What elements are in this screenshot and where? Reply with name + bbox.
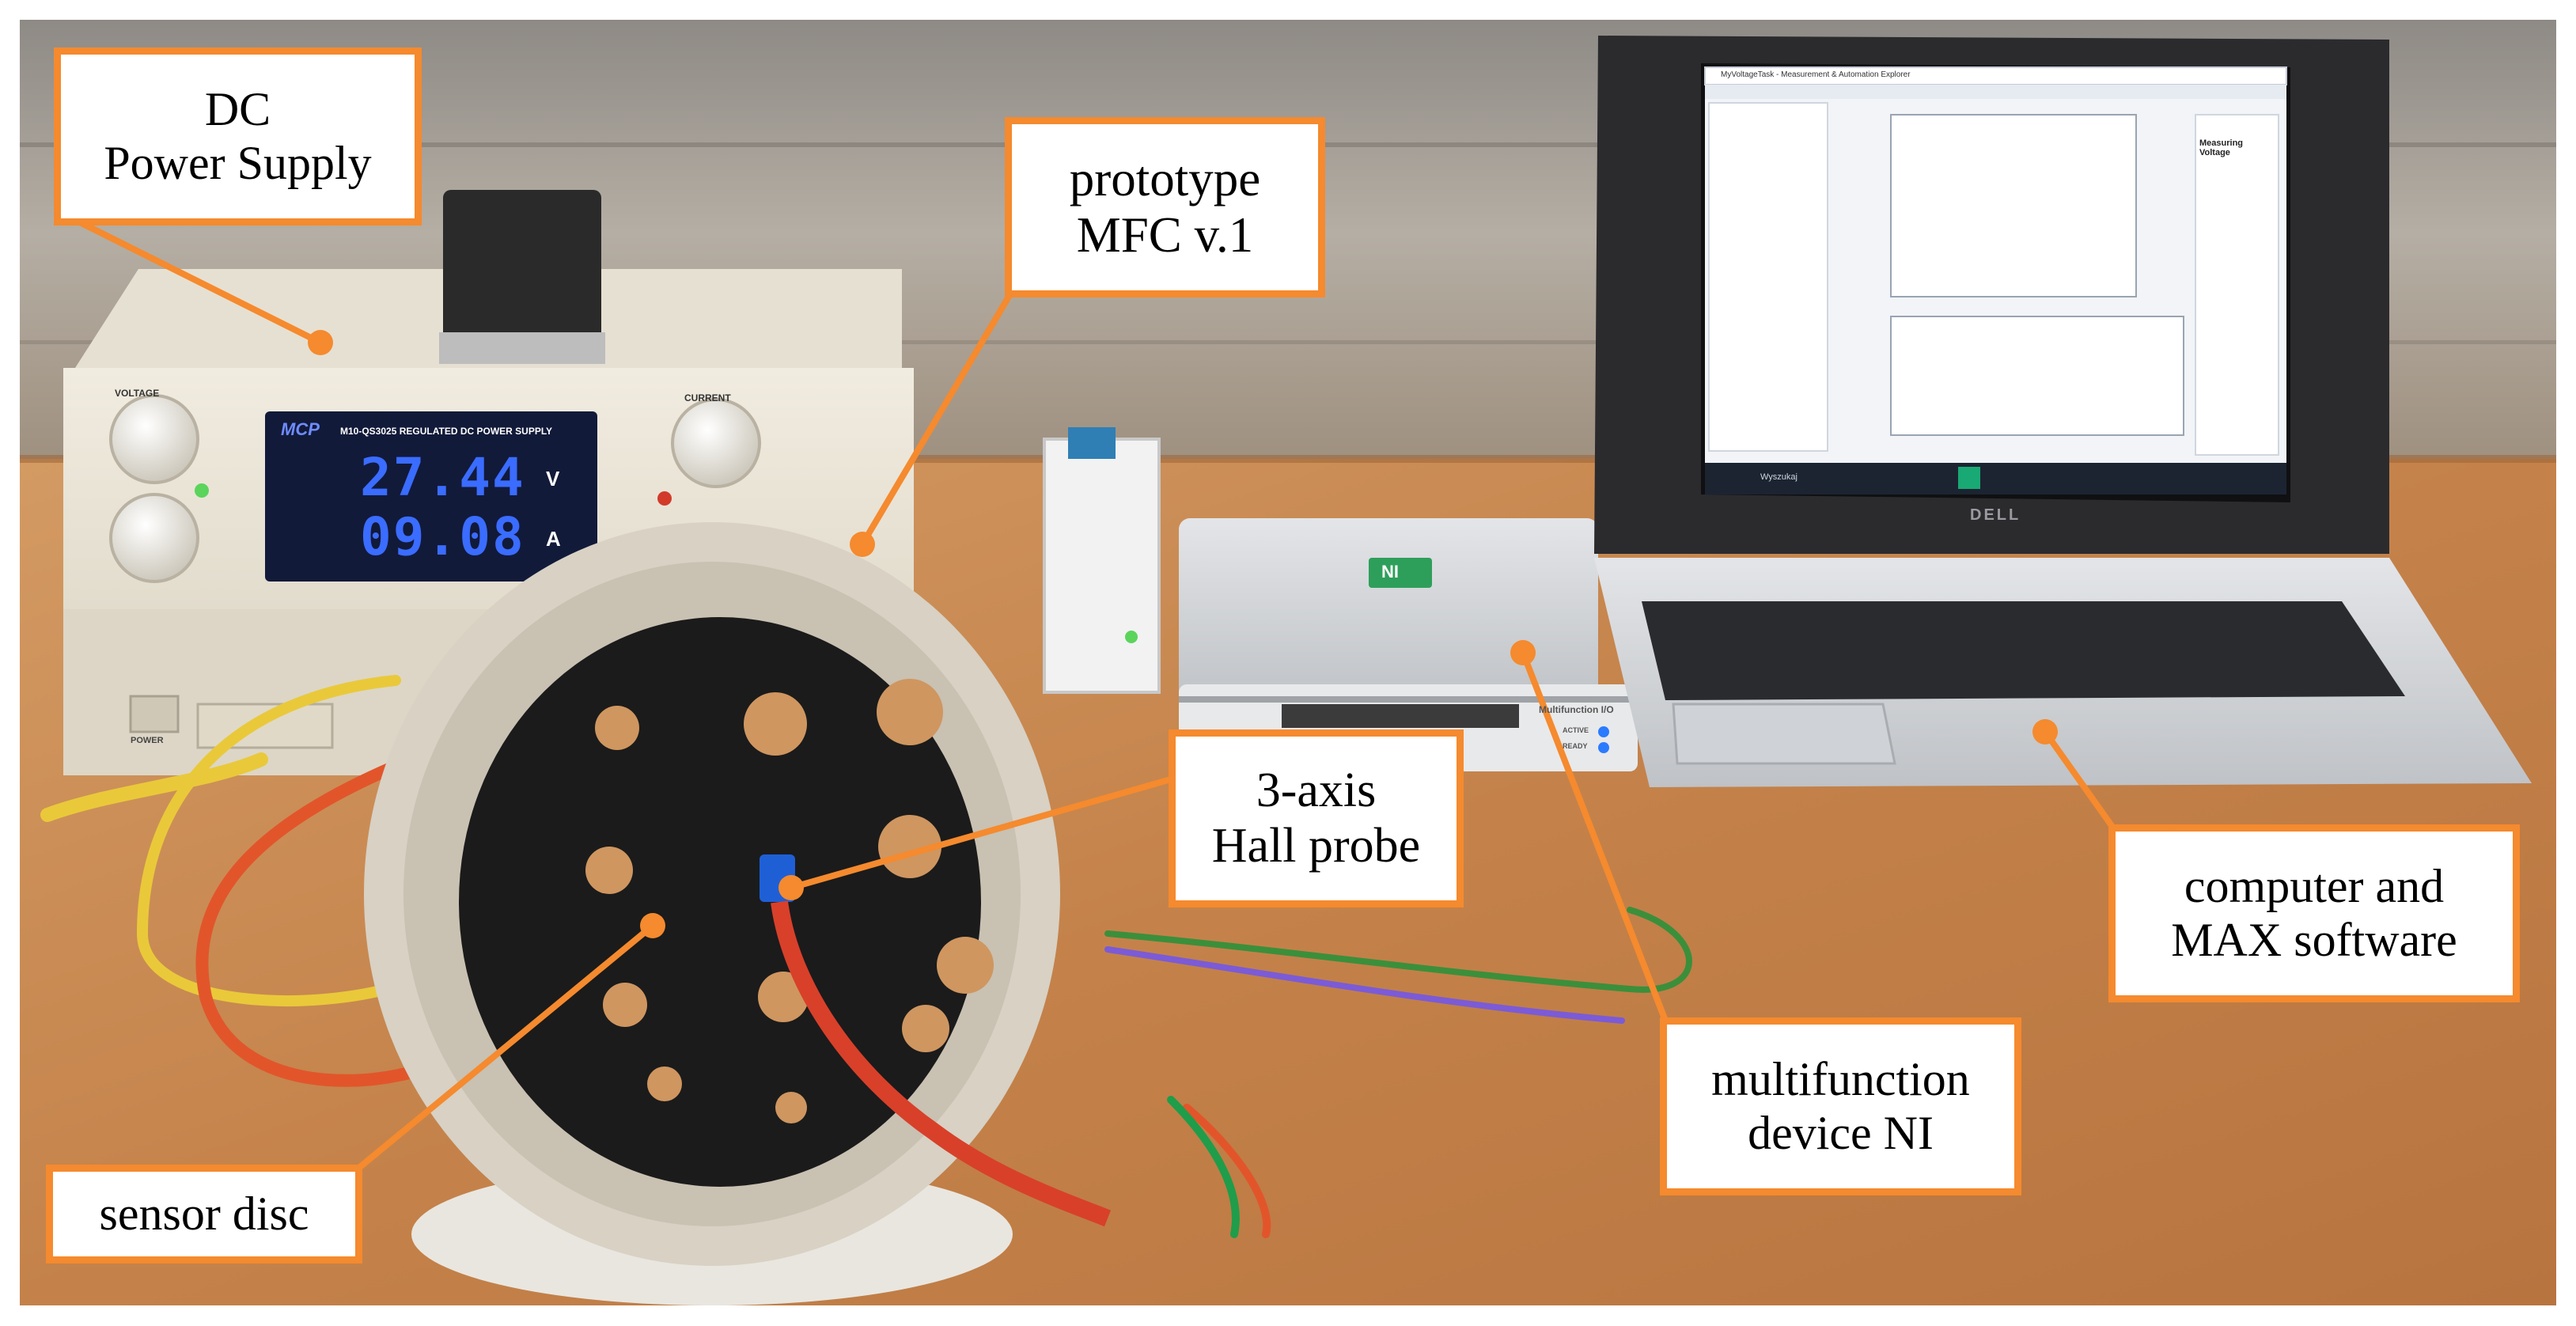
ps-current-unit: A <box>546 527 561 551</box>
label-sensor-disc: sensor disc <box>46 1165 362 1263</box>
desk-edge <box>20 455 2556 463</box>
ps-current-knob-label: CURRENT <box>684 392 731 403</box>
label-multifunction-device: multifunction device NI <box>1660 1017 2021 1195</box>
ps-model: M10-QS3025 REGULATED DC POWER SUPPLY <box>340 426 553 437</box>
ni-device-name: Multifunction I/O <box>1539 704 1614 715</box>
label-prototype-mfc-line-1: prototype <box>1069 151 1261 207</box>
max-window-title: MyVoltageTask - Measurement & Automation… <box>1721 70 1911 79</box>
label-computer-max-line-2: MAX software <box>2171 913 2457 966</box>
current-knob <box>671 398 761 488</box>
ni-logo-badge <box>1369 558 1432 588</box>
ni-status-ready: READY <box>1563 742 1588 750</box>
wall-panel-line-2 <box>20 340 2556 344</box>
label-hall-probe-line-2: Hall probe <box>1211 818 1421 873</box>
ni-logo: NI <box>1381 562 1399 582</box>
ps-voltage-unit: V <box>546 467 560 491</box>
voltage-knob <box>109 394 199 583</box>
cables <box>40 675 1692 1238</box>
label-dc-power-supply-line-1: DC <box>204 83 271 136</box>
label-prototype-mfc: prototype MFC v.1 <box>1005 117 1325 297</box>
laptop <box>1594 36 2532 787</box>
label-computer-max-line-1: computer and <box>2184 860 2445 913</box>
taskbar-search: Wyszukaj <box>1760 472 1798 482</box>
disc-holes <box>585 679 994 1123</box>
label-dc-power-supply-line-2: Power Supply <box>104 136 372 189</box>
ps-power-label: POWER <box>131 736 164 745</box>
laptop-touchpad <box>1672 703 1896 765</box>
ps-brand: MCP <box>281 419 320 439</box>
callout-lines <box>72 217 2116 1170</box>
ps-voltage-knob-label: VOLTAGE <box>115 388 160 399</box>
ps-indicator-led <box>195 483 209 498</box>
ni-status-active: ACTIVE <box>1563 726 1589 734</box>
label-sensor-disc-line-1: sensor disc <box>99 1187 309 1240</box>
label-hall-probe-line-1: 3-axis <box>1256 763 1377 818</box>
laptop-keyboard <box>1642 601 2405 700</box>
din-rail-psu <box>1043 427 1161 694</box>
ps-current-reading: 09.08 <box>360 506 525 567</box>
max-panel-title: Measuring Voltage <box>2199 138 2244 157</box>
ps-display <box>265 411 597 582</box>
label-multifunction-device-line-2: device NI <box>1748 1106 1934 1159</box>
callout-dots <box>308 330 2058 938</box>
label-hall-probe: 3-axis Hall probe <box>1169 729 1464 907</box>
prototype-mfc <box>364 522 1112 1305</box>
laptop-brand: DELL <box>1970 506 2021 524</box>
label-dc-power-supply: DC Power Supply <box>54 47 422 225</box>
ps-voltage-reading: 27.44 <box>360 447 525 508</box>
label-prototype-mfc-line-2: MFC v.1 <box>1076 207 1254 263</box>
label-multifunction-device-line-1: multifunction <box>1711 1053 1970 1106</box>
label-computer-max: computer and MAX software <box>2108 824 2520 1002</box>
